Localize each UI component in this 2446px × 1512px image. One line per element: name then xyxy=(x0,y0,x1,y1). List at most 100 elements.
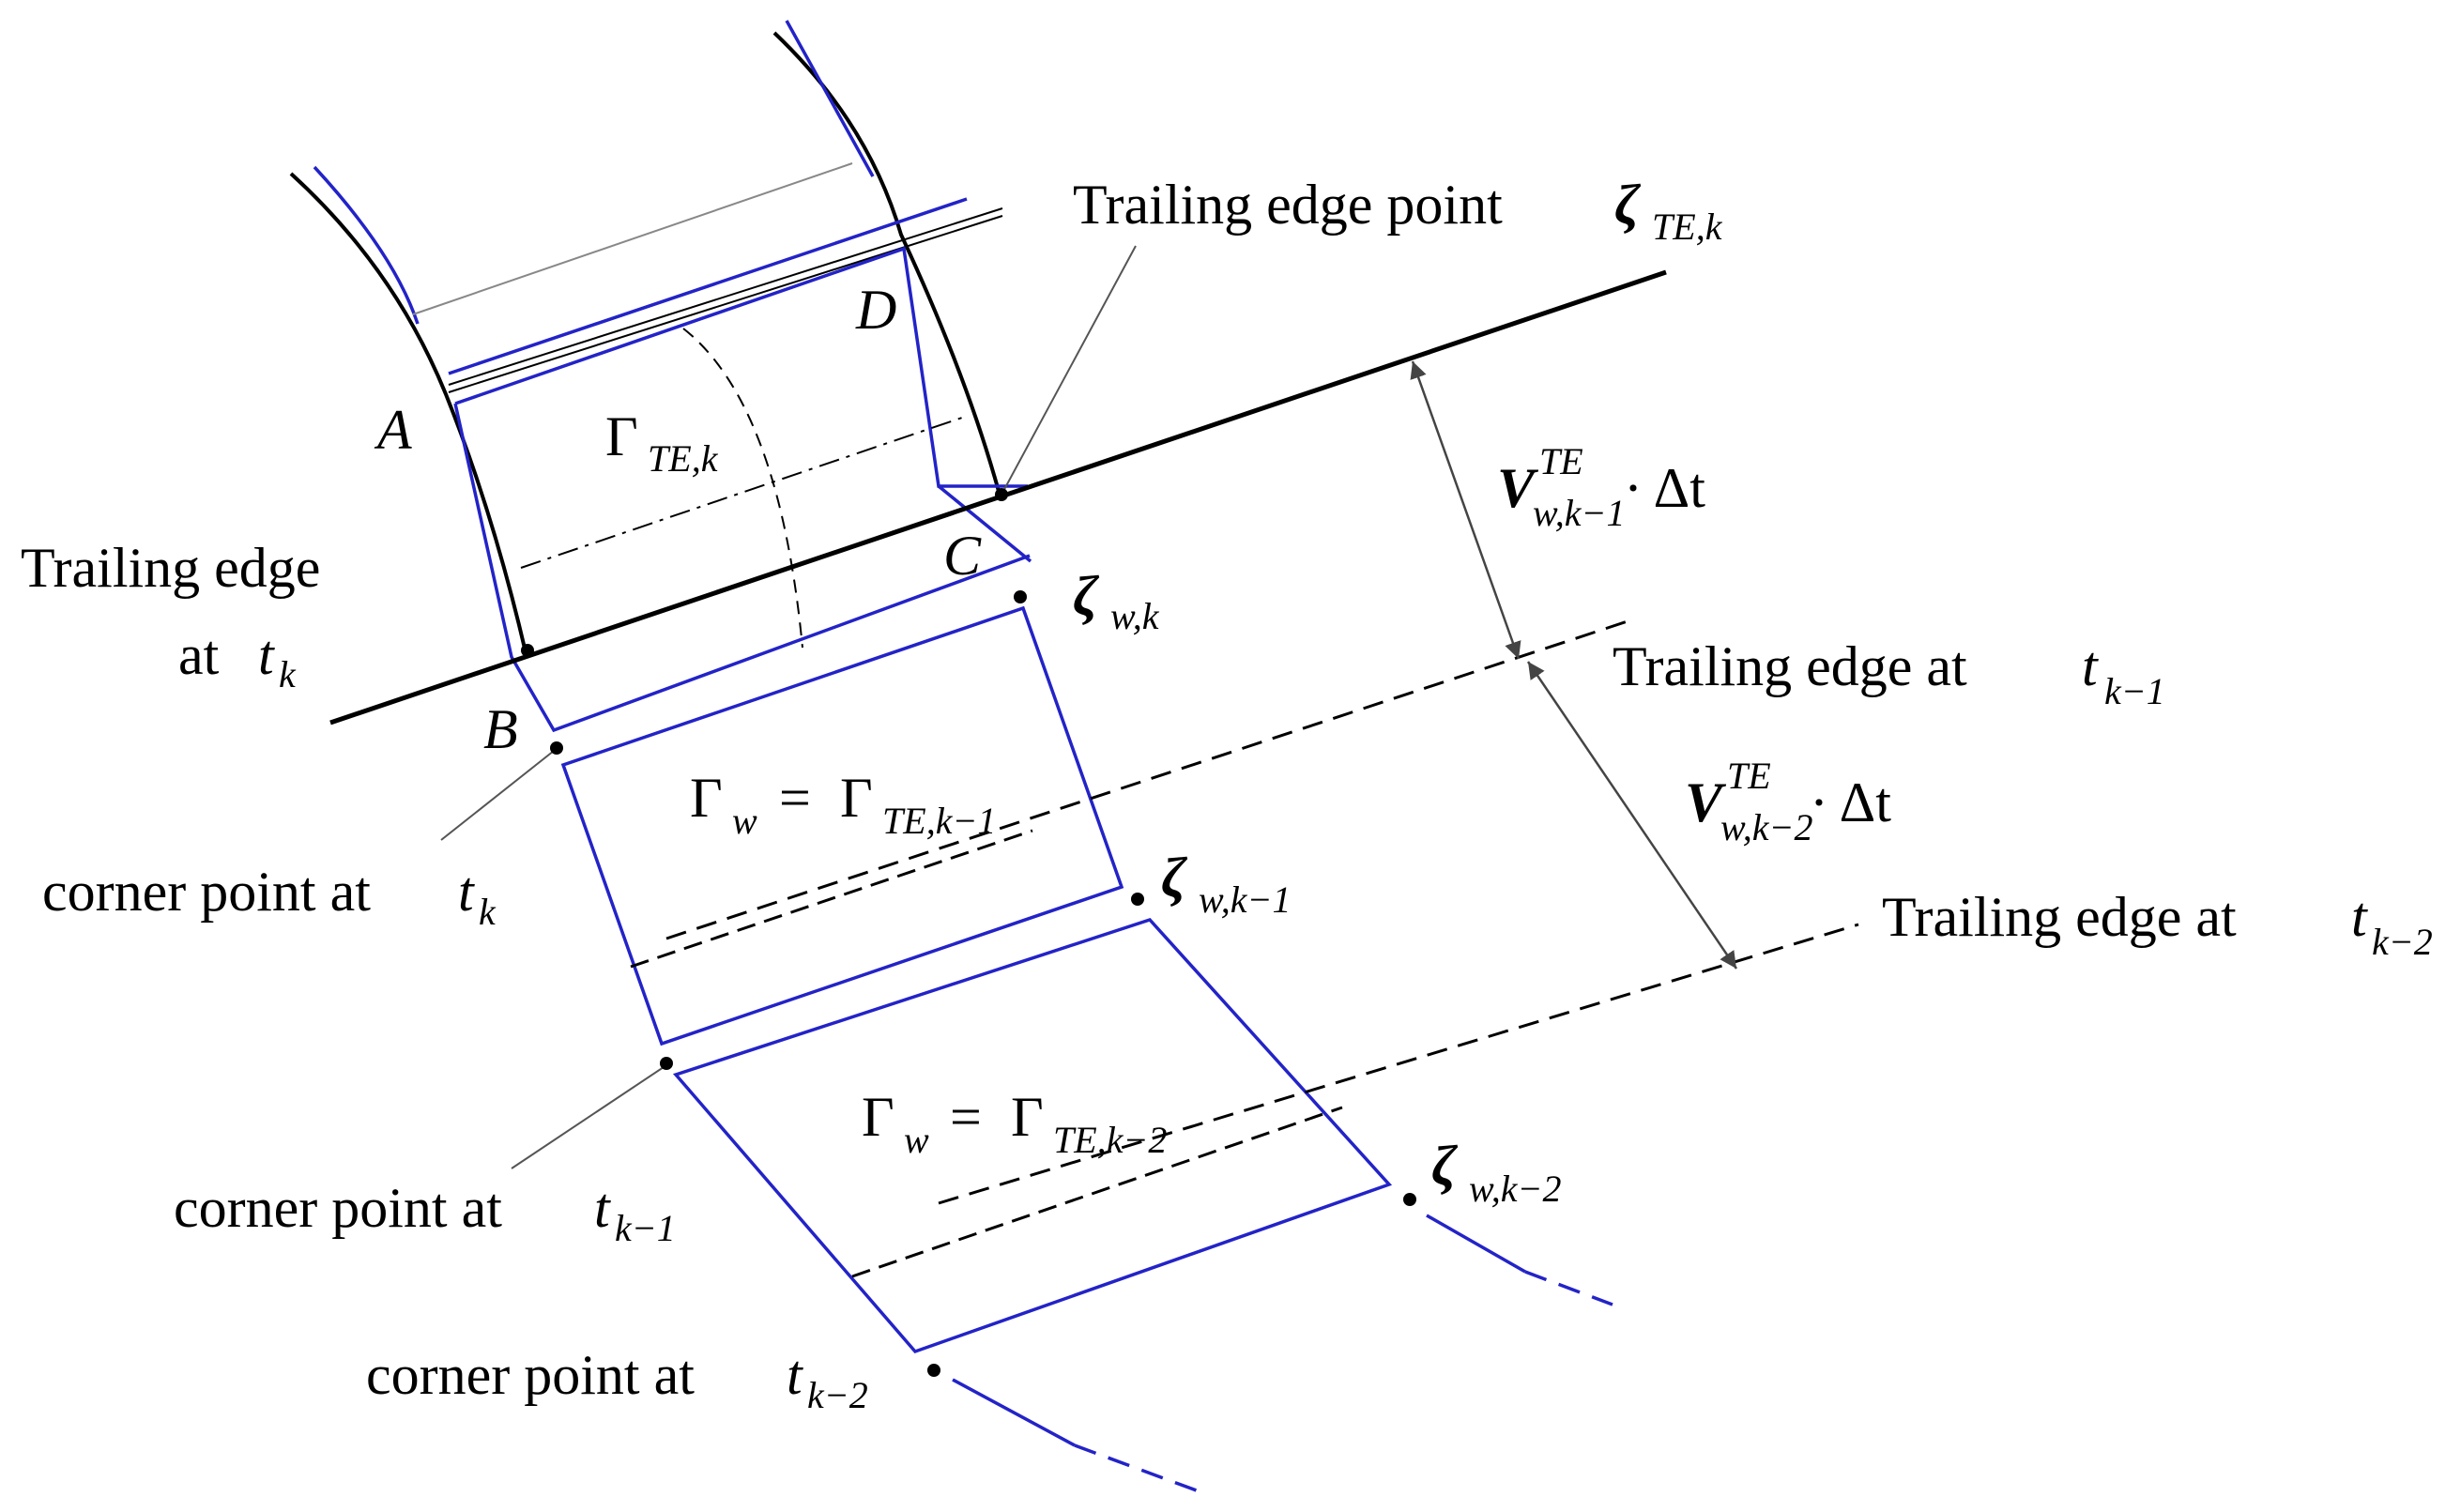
label-velocity1-sub: w,k−1 xyxy=(1533,492,1625,534)
label-gamma-w2-lhs-sub: w xyxy=(904,1119,929,1161)
label-trailing-edge-k2-text: Trailing edge at xyxy=(1882,886,2237,948)
leader-te-point xyxy=(1001,245,1137,496)
velocity1-sub-rest: ,k−1 xyxy=(1555,492,1626,534)
blade-right-blue-outline xyxy=(785,20,875,177)
point-markers xyxy=(521,488,1416,1377)
wake-extension-upper-dashed xyxy=(1524,1270,1613,1306)
label-gamma-w2-rhs: Γ xyxy=(1011,1086,1044,1148)
dot-zeta-wk2 xyxy=(1403,1193,1416,1206)
leader-corner-k xyxy=(440,750,555,841)
label-trailing-edge-point: Trailing edge point xyxy=(1073,174,1503,236)
label-zeta-wk2-symbol: ζ xyxy=(1431,1135,1459,1197)
velocity2-sub-w: w xyxy=(1720,806,1746,848)
wake-panel-2 xyxy=(672,917,1393,1354)
panel-dashed-arc xyxy=(682,328,803,649)
trailing-edge-line-k2 xyxy=(938,923,1859,1205)
upper-strip-blue-top xyxy=(448,197,968,375)
dot-zeta-wk xyxy=(1014,590,1027,603)
panel-ABCD-right-edge xyxy=(937,484,1032,563)
te-point-sub-k: k xyxy=(1705,206,1723,248)
zeta-wk1-sub-w: w xyxy=(1199,878,1224,921)
gamma-w2-rhs-sub-TE: TE xyxy=(1053,1119,1097,1161)
zeta-wk1-sub-rest: ,k−1 xyxy=(1221,878,1292,921)
zeta-wk2-sub-w: w xyxy=(1469,1168,1494,1210)
label-te-point-sub: TE,k xyxy=(1652,206,1723,248)
wake-panel-1 xyxy=(560,605,1124,1046)
gamma-te-sub-rest: ,k xyxy=(692,437,719,480)
label-gamma-w2-eq: = xyxy=(950,1086,982,1148)
label-trailing-edge-k1-t: t xyxy=(2082,635,2099,697)
te-point-text: Trailing edge point xyxy=(1073,174,1503,236)
velocity2-sub-rest: ,k−2 xyxy=(1743,806,1813,848)
label-trailing-edge-current-sub: k xyxy=(279,653,297,695)
upper-strip-black-line-2 xyxy=(448,215,1003,393)
corner-k2-sub-rest: −2 xyxy=(824,1374,868,1416)
panel-dash-dot-line xyxy=(520,417,963,569)
wake-panel-1-dashed-line xyxy=(630,829,1033,969)
label-gamma-w1-eq: = xyxy=(779,767,811,829)
corner-k2-sub-k: k xyxy=(807,1374,825,1416)
zeta-wk-sub-rest: ,k xyxy=(1133,595,1160,637)
velocity1-sub-w: w xyxy=(1533,492,1558,534)
label-gamma-w1-rhs: Γ xyxy=(840,767,873,829)
dot-corner-k xyxy=(550,741,563,755)
dot-corner-k2 xyxy=(927,1364,940,1377)
label-te-point-zeta: ζ xyxy=(1614,174,1642,236)
label-velocity2-tail: · Δt xyxy=(1810,771,1891,833)
trailing-edge-line-k1 xyxy=(665,618,1634,940)
label-D: D xyxy=(855,279,896,341)
label-trailing-edge-current-line1: Trailing edge xyxy=(21,537,320,599)
blade-left-blue-outline xyxy=(313,165,420,325)
label-gamma-w1-lhs-sub: w xyxy=(732,800,757,842)
wake-panel-2-dashed-line xyxy=(851,1106,1343,1278)
dot-zeta-wk1 xyxy=(1131,893,1144,906)
label-corner-k1-t: t xyxy=(594,1177,611,1239)
gamma-te-sub-TE: TE xyxy=(648,437,692,480)
label-velocity1-symbol: V xyxy=(1497,457,1539,519)
label-corner-k2-t: t xyxy=(787,1344,803,1406)
corner-k1-sub-rest: −1 xyxy=(632,1207,676,1249)
label-zeta-wk-symbol: ζ xyxy=(1073,565,1100,627)
label-trailing-edge-current-line2: at xyxy=(178,624,220,686)
upper-strip xyxy=(448,197,1003,393)
upper-strip-black-line-1 xyxy=(448,207,1003,386)
zeta-wk-sub-w: w xyxy=(1110,595,1136,637)
label-velocity2-sub: w,k−2 xyxy=(1720,806,1812,848)
wake-extension-lower-dashed xyxy=(1074,1443,1202,1494)
gamma-w1-rhs-sub-rest: ,k−1 xyxy=(926,800,997,842)
leader-lines xyxy=(440,245,1137,1169)
label-trailing-edge-k1-sub: k−1 xyxy=(2104,670,2165,712)
leader-corner-k1 xyxy=(511,1064,667,1169)
blade-left-surface-curve xyxy=(289,172,527,653)
te-point-sub-sep: , xyxy=(1696,206,1705,248)
label-zeta-wk1-sub: w,k−1 xyxy=(1199,878,1291,921)
panel-ABCD-outline xyxy=(453,246,1031,733)
label-corner-k-text: corner point at xyxy=(42,861,371,923)
label-velocity1-sup: TE xyxy=(1539,440,1583,482)
label-gamma-w1-lhs: Γ xyxy=(690,767,723,829)
label-velocity1-tail: · Δt xyxy=(1624,457,1705,519)
te-k1-sub-rest: −1 xyxy=(2121,670,2165,712)
te-k2-sub-k: k xyxy=(2372,921,2390,963)
label-C: C xyxy=(943,525,982,587)
label-B: B xyxy=(483,698,518,760)
label-corner-k-sub: k xyxy=(479,891,497,933)
velocity-arrow-1 xyxy=(1410,360,1521,660)
corner-k-sub-k: k xyxy=(479,891,497,933)
label-A: A xyxy=(374,399,412,461)
thin-grey-connector xyxy=(412,162,853,315)
zeta-wk2-sub-rest: ,k−2 xyxy=(1491,1168,1562,1210)
label-gamma-w2-rhs-sub: TE,k−2 xyxy=(1053,1119,1167,1161)
gamma-w1-rhs-sub-TE: TE xyxy=(882,800,926,842)
velocity-arrow-2 xyxy=(1526,661,1738,970)
label-zeta-wk-sub: w,k xyxy=(1110,595,1160,637)
label-trailing-edge-current-t: t xyxy=(258,624,275,686)
label-corner-k2-sub: k−2 xyxy=(807,1374,868,1416)
wake-panel-1-outline xyxy=(560,605,1124,1046)
labels: A B C D Trailing edge point ζ TE,k Γ TE,… xyxy=(21,174,2433,1416)
label-corner-k1-sub: k−1 xyxy=(615,1207,676,1249)
dot-corner-k1 xyxy=(660,1057,673,1070)
label-velocity2-symbol: V xyxy=(1685,771,1727,833)
trailing-edge-panel xyxy=(453,246,1032,733)
